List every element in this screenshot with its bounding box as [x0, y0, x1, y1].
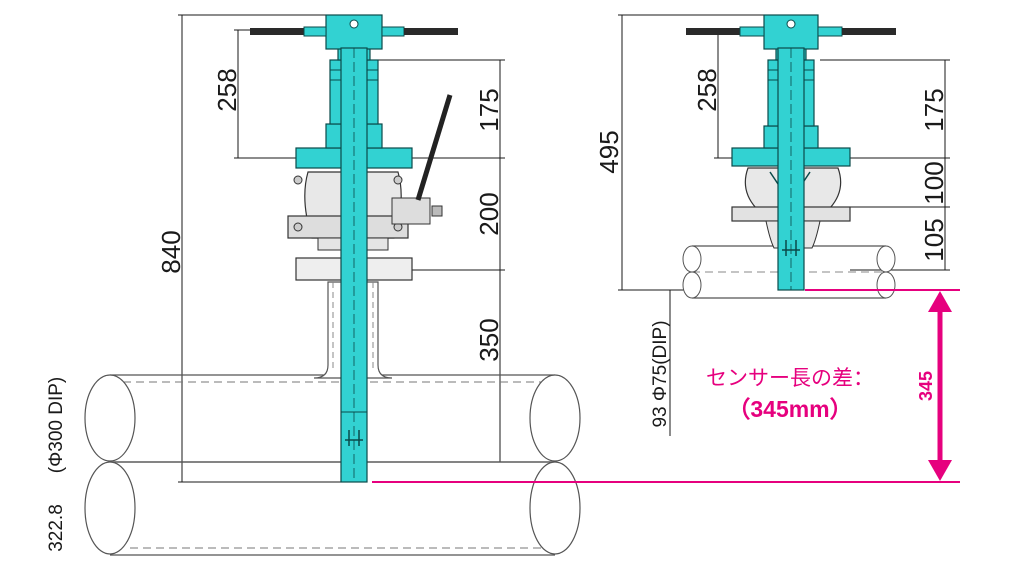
left-sensor-rod: [340, 47, 368, 483]
right-pipe-label: 93 Φ75(DIP): [650, 320, 671, 427]
left-main-pipe: [84, 374, 581, 556]
left-handle-bar: [250, 26, 458, 37]
right-dimension-lines: [618, 14, 950, 436]
difference-label: センサー長の差：: [706, 367, 874, 390]
difference-annotation: [372, 289, 960, 483]
left-dim-350: 350: [474, 318, 504, 361]
right-sensor-rod: [777, 47, 805, 291]
difference-value: （345mm）: [727, 396, 852, 422]
left-dim-840: 840: [156, 230, 186, 273]
left-pipe-label-top: (Φ300 DIP): [46, 377, 67, 473]
right-assembly: [618, 14, 950, 436]
right-dim-105: 105: [919, 218, 949, 261]
right-dim-258: 258: [692, 68, 722, 111]
right-dim-100: 100: [919, 161, 949, 204]
right-dim-175: 175: [919, 88, 949, 131]
left-dim-175: 175: [474, 88, 504, 131]
right-handle-bar: [686, 26, 896, 37]
difference-arrow-value: 345: [916, 371, 936, 401]
left-assembly: [84, 14, 581, 556]
right-dim-495: 495: [594, 130, 624, 173]
left-pipe-label-bottom: 322.8: [46, 504, 67, 552]
left-dim-200: 200: [474, 192, 504, 235]
left-dim-258: 258: [212, 68, 242, 111]
